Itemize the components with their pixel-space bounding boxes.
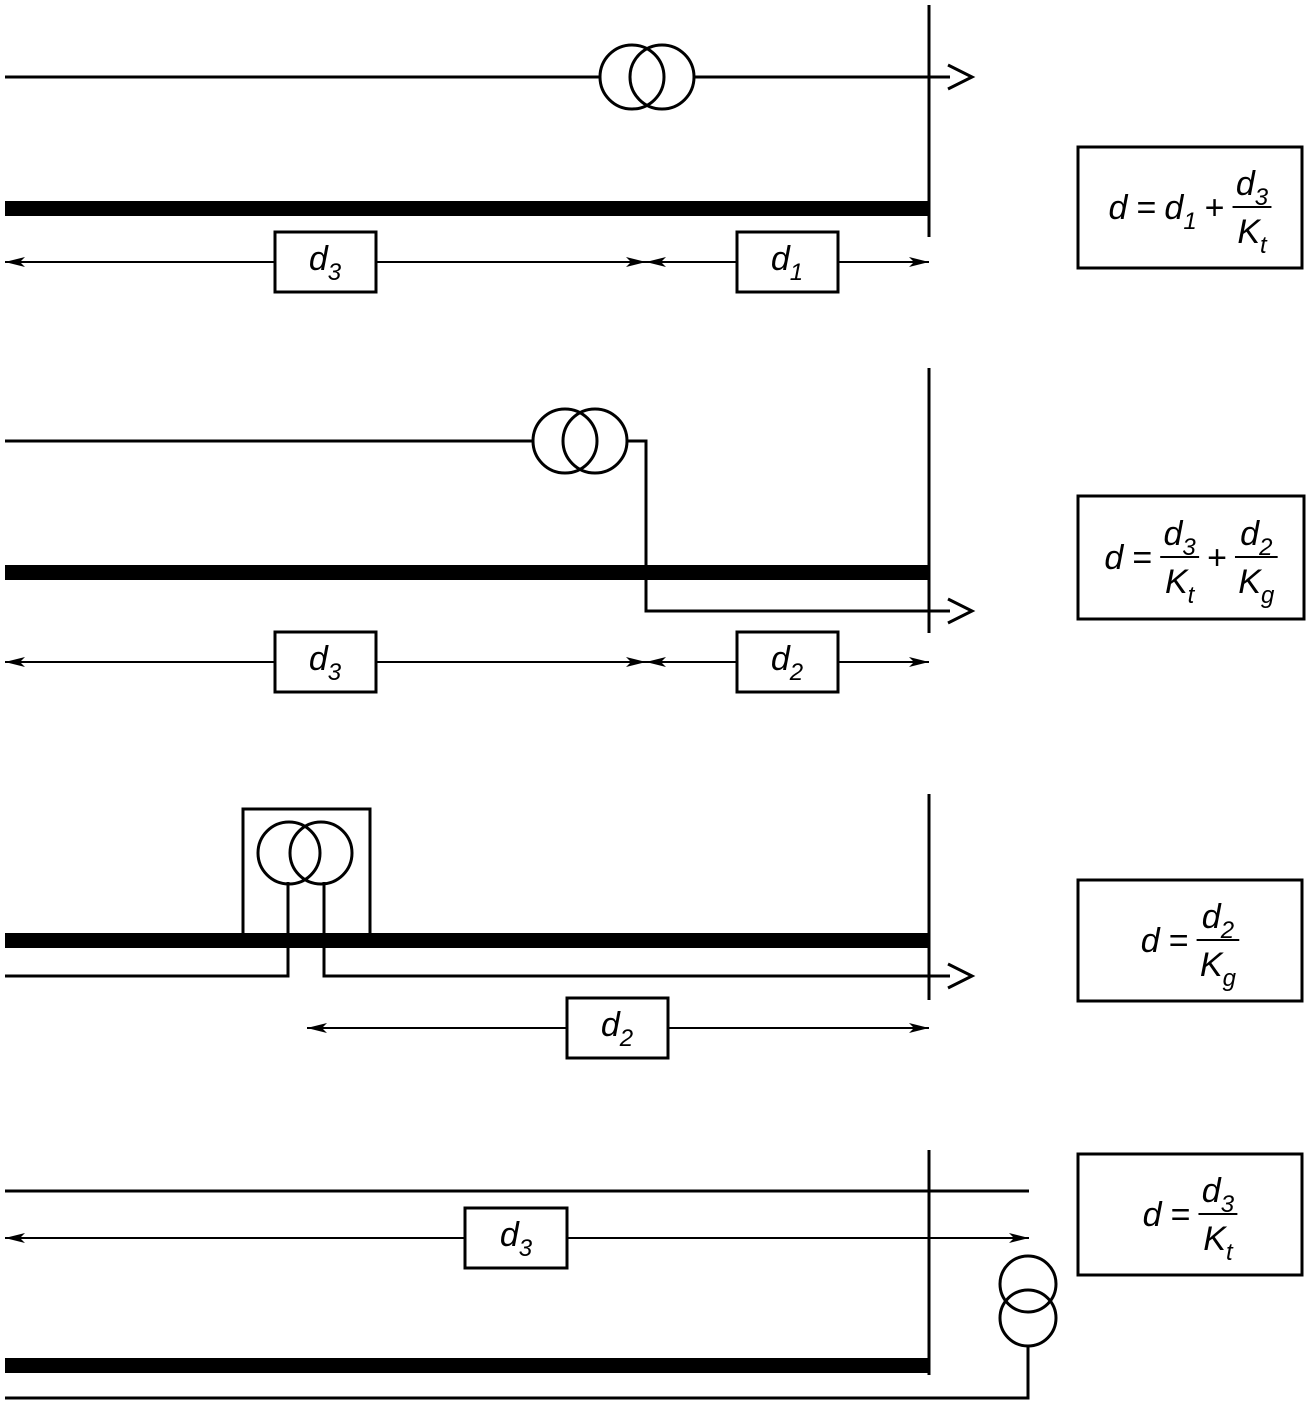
formula-lhs: d bbox=[1104, 539, 1124, 577]
formula-lhs: d bbox=[1109, 189, 1129, 227]
formula-equals: = bbox=[1169, 922, 1189, 960]
formula-lhs: d bbox=[1141, 922, 1161, 960]
svg-text:d3: d3 bbox=[309, 240, 342, 286]
conductor-line bbox=[5, 1346, 1030, 1400]
transformer-icon bbox=[256, 820, 354, 886]
label-subscript: 2 bbox=[619, 1025, 633, 1052]
label-box: d1 bbox=[735, 230, 840, 294]
conductor-line bbox=[322, 882, 950, 978]
formula-variable: d3 bbox=[1236, 165, 1269, 211]
conductor-line bbox=[627, 439, 950, 613]
label-subscript: 3 bbox=[328, 659, 342, 686]
ground-bar bbox=[5, 933, 929, 948]
formula-variable: Kg bbox=[1238, 563, 1275, 609]
formula-variable: Kt bbox=[1165, 563, 1196, 609]
formula-operator: + bbox=[1207, 539, 1227, 577]
label-box: d3 bbox=[273, 630, 378, 694]
svg-text:d2: d2 bbox=[601, 1006, 633, 1052]
label-var: d bbox=[309, 640, 329, 678]
conductor-line bbox=[5, 882, 290, 978]
label-var: d bbox=[771, 240, 791, 278]
ground-bar bbox=[5, 1358, 929, 1373]
label-var: d bbox=[771, 640, 791, 678]
label-box: d2 bbox=[565, 996, 670, 1060]
arrowhead bbox=[947, 63, 976, 91]
formula-equals: = bbox=[1171, 1196, 1191, 1234]
label-subscript: 3 bbox=[519, 1235, 533, 1262]
label-var: d bbox=[309, 240, 329, 278]
label-var: d bbox=[500, 1216, 520, 1254]
svg-text:d3: d3 bbox=[500, 1216, 533, 1262]
label-box: d2 bbox=[735, 630, 840, 694]
svg-text:d3: d3 bbox=[309, 640, 342, 686]
ground-bar bbox=[5, 201, 929, 216]
formula-variable: Kt bbox=[1203, 1220, 1234, 1266]
svg-text:d1: d1 bbox=[771, 240, 803, 286]
transformer-icon bbox=[531, 407, 629, 475]
arrowhead bbox=[947, 962, 976, 990]
label-box: d3 bbox=[273, 230, 378, 294]
arrowhead bbox=[947, 597, 976, 625]
formula-equals: = bbox=[1137, 189, 1157, 227]
formula-variable: d3 bbox=[1164, 515, 1197, 561]
formula-variable: Kt bbox=[1237, 213, 1268, 259]
formula-variable: d1 bbox=[1164, 189, 1196, 235]
label-subscript: 1 bbox=[790, 259, 803, 286]
formula-variable: d3 bbox=[1202, 1172, 1235, 1218]
formula-variable: d2 bbox=[1202, 898, 1234, 944]
formula-variable: d2 bbox=[1240, 515, 1272, 561]
transformer-icon bbox=[998, 1254, 1058, 1348]
formula-variable: Kg bbox=[1200, 946, 1237, 992]
label-subscript: 3 bbox=[328, 259, 342, 286]
label-var: d bbox=[601, 1006, 621, 1044]
label-subscript: 2 bbox=[789, 659, 803, 686]
label-box: d3 bbox=[463, 1206, 569, 1270]
formula-lhs: d bbox=[1143, 1196, 1163, 1234]
transformer-icon bbox=[598, 43, 696, 111]
formula-equals: = bbox=[1132, 539, 1152, 577]
svg-text:d2: d2 bbox=[771, 640, 803, 686]
formula-operator: + bbox=[1205, 189, 1225, 227]
ground-bar bbox=[5, 565, 929, 580]
